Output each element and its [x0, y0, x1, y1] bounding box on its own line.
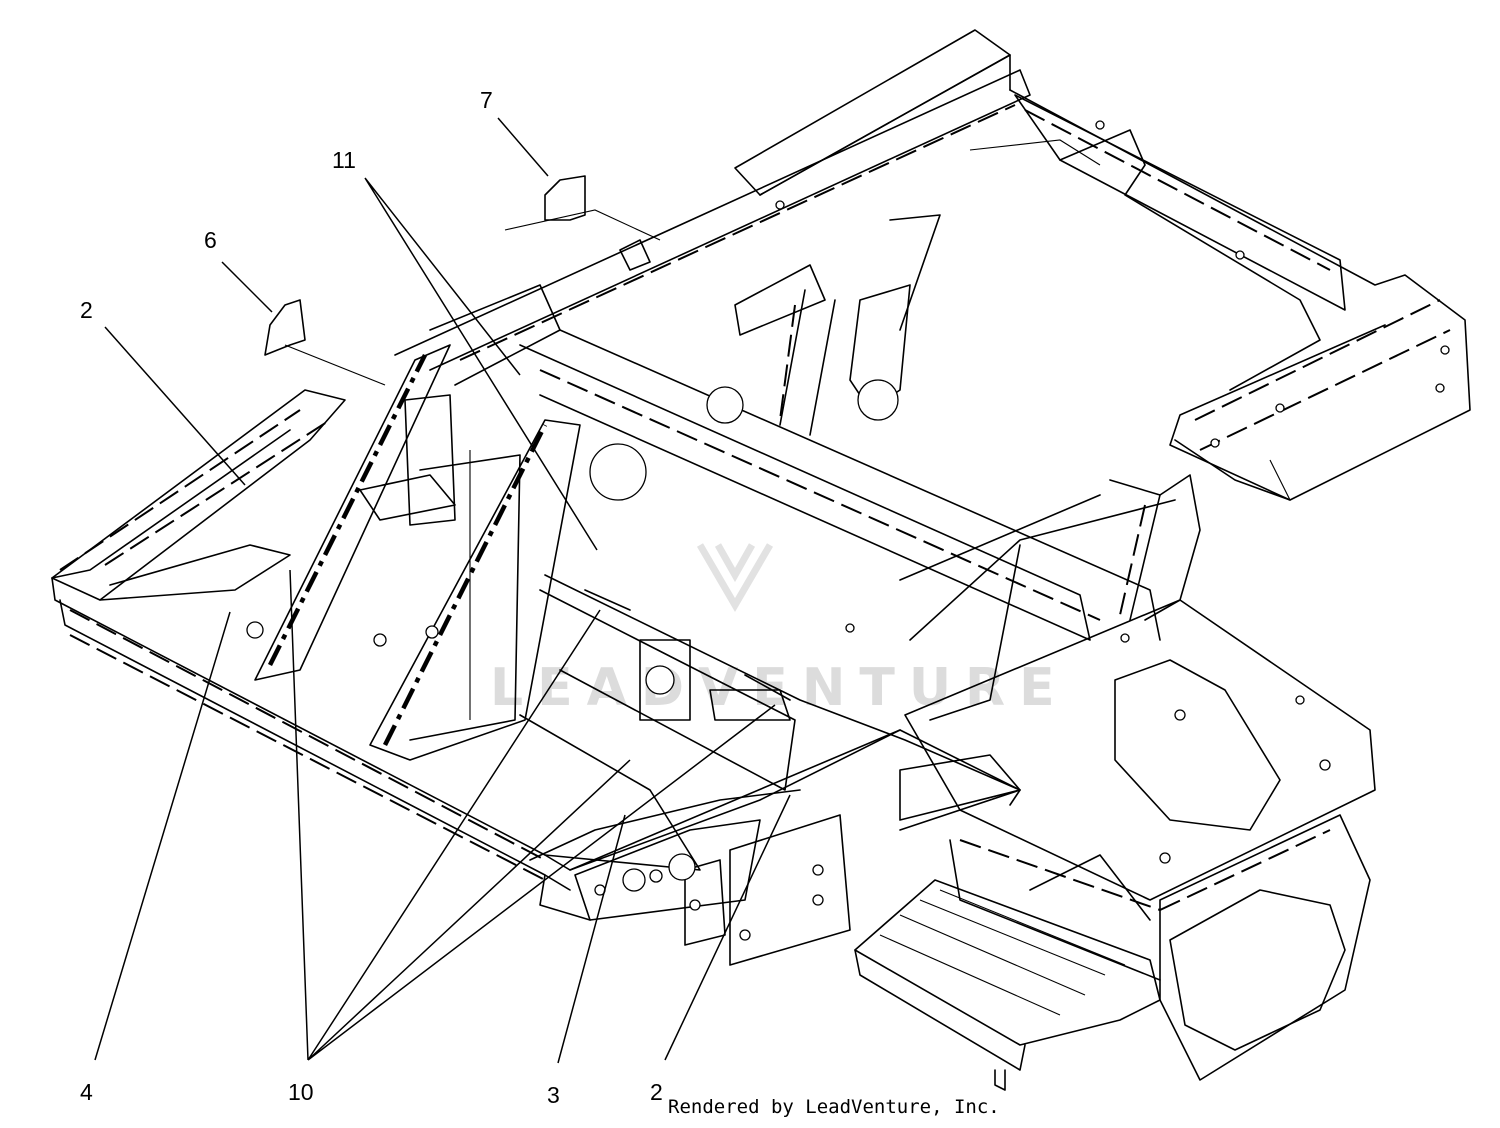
leader-lines	[94, 117, 791, 1064]
leader-10	[289, 569, 776, 1061]
watermark-text: LEADVENTURE	[490, 658, 1069, 718]
leader-11	[364, 177, 598, 551]
callout-labels: 7 11 6 2 4 10 3 2	[80, 87, 663, 1108]
callout-2-left: 2	[80, 297, 93, 323]
callout-7: 7	[480, 87, 493, 113]
callout-10: 10	[288, 1079, 314, 1105]
leader-7	[497, 117, 549, 177]
callout-4: 4	[80, 1079, 93, 1105]
callout-6: 6	[204, 227, 217, 253]
callout-3: 3	[547, 1082, 560, 1108]
callout-2-bottom: 2	[650, 1079, 663, 1105]
leader-4	[94, 611, 231, 1061]
render-credit: Rendered by LeadVenture, Inc.	[668, 1096, 1000, 1118]
leader-2-left	[104, 326, 246, 486]
leadventure-watermark: LEADVENTURE	[490, 543, 1069, 718]
frame-drawing	[51, 29, 1471, 1091]
leader-2-bottom	[664, 794, 791, 1061]
leader-3	[557, 814, 626, 1064]
callout-11: 11	[332, 147, 356, 173]
leader-6	[221, 261, 273, 313]
